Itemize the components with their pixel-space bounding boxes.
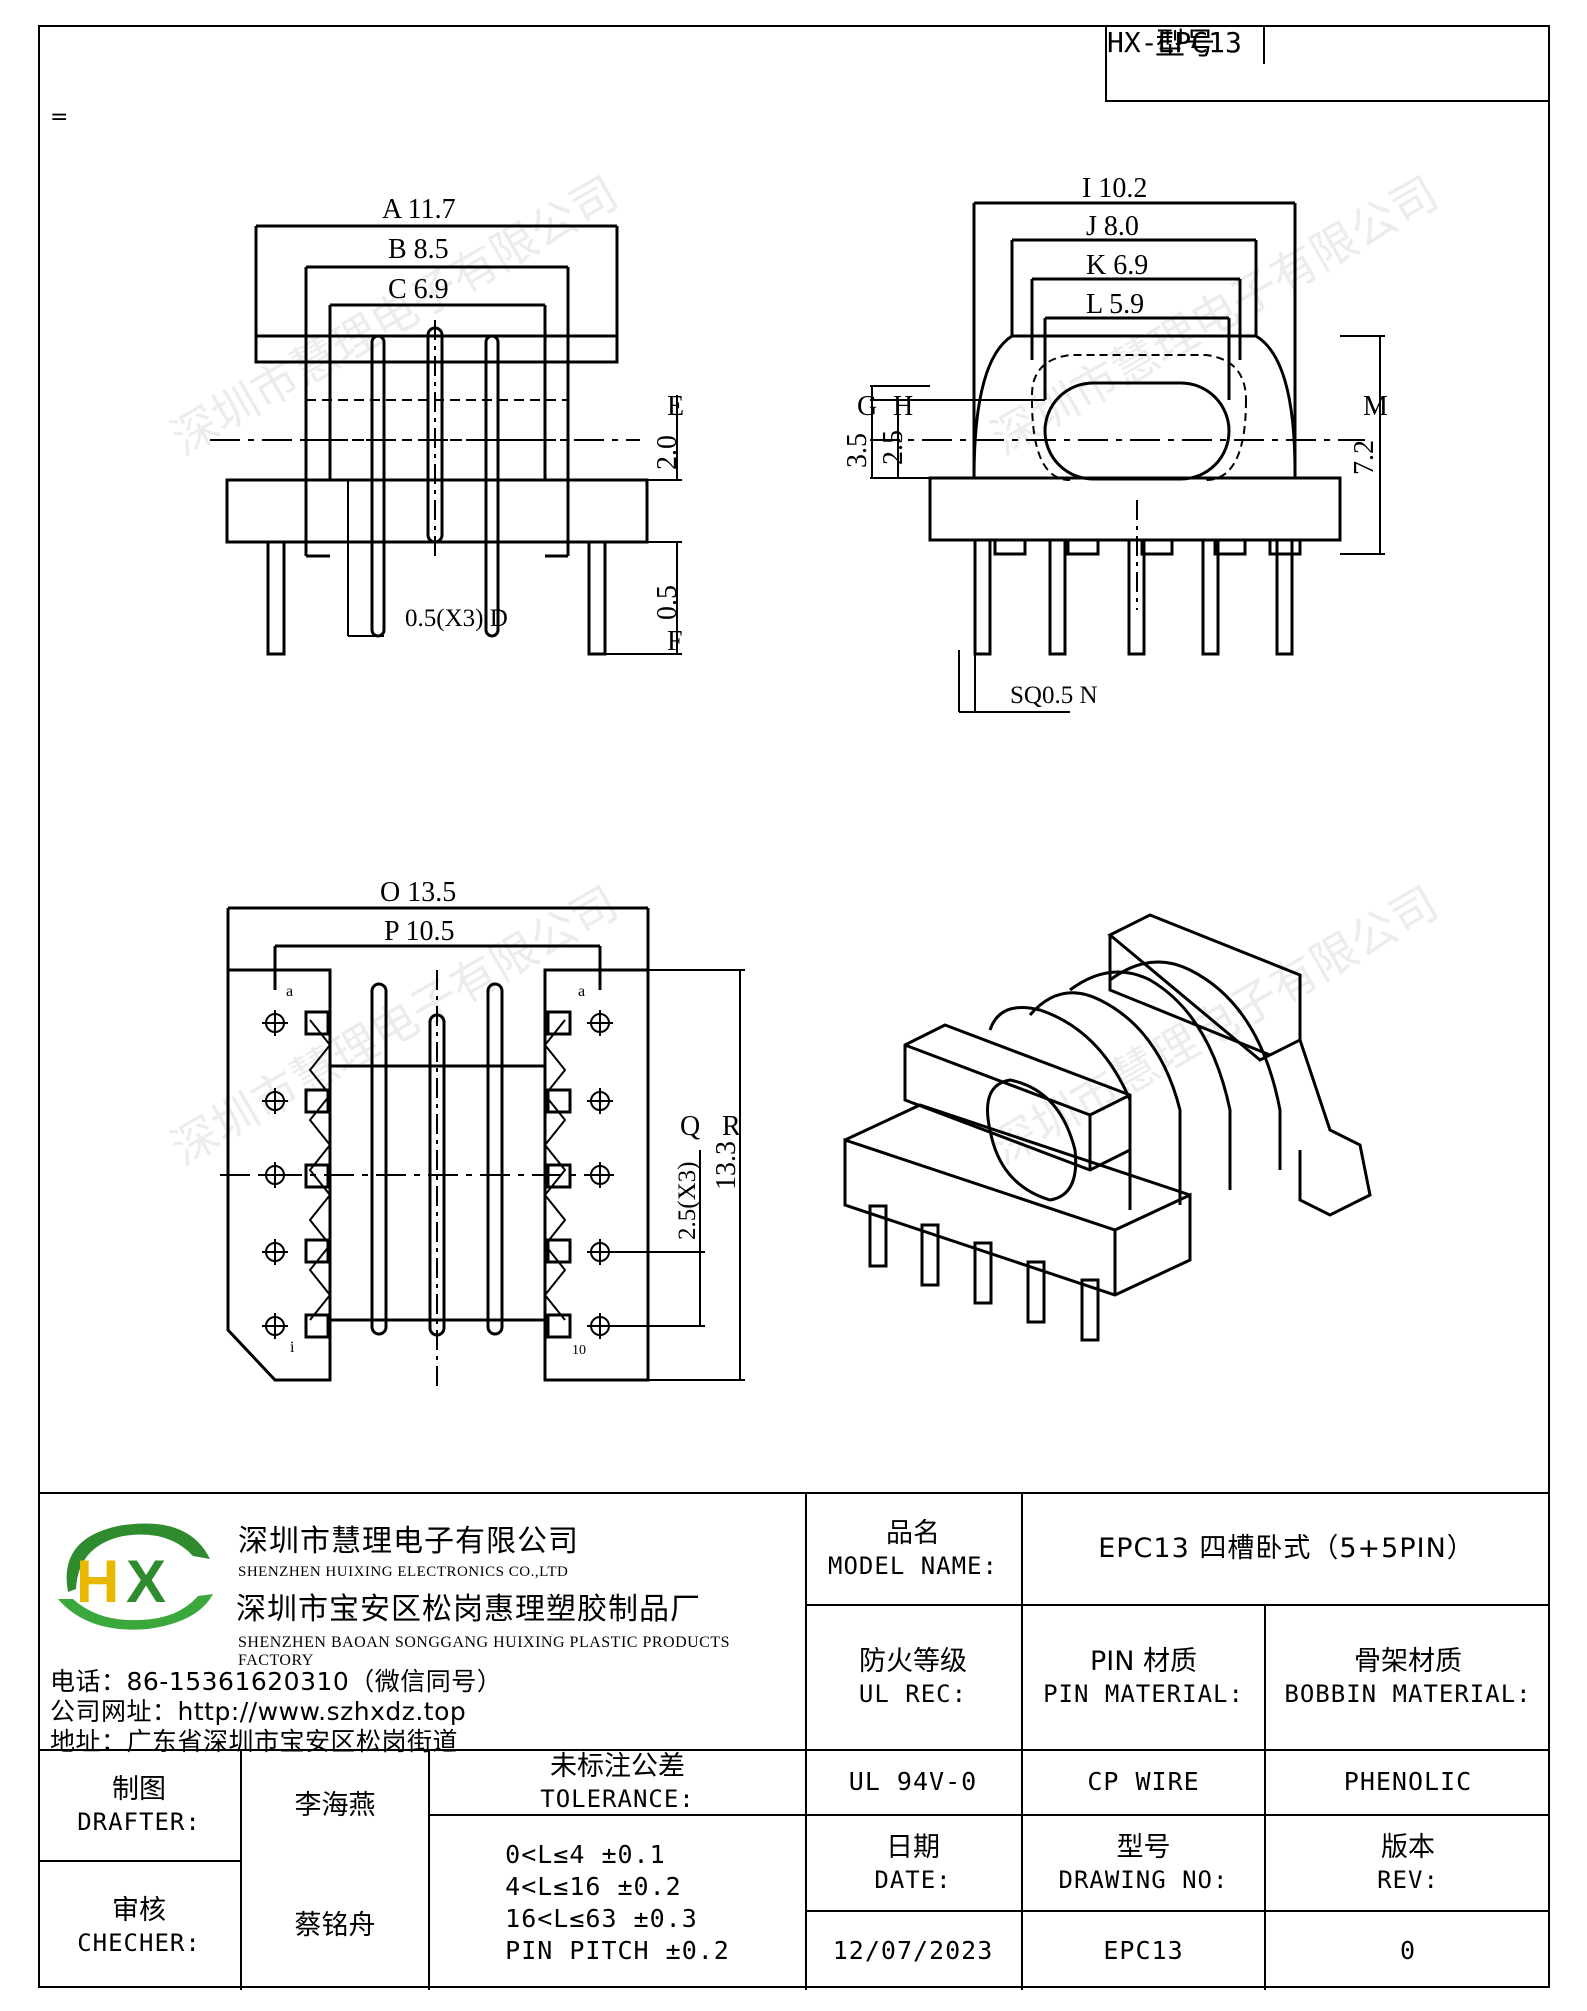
company-phone: 电话：86-15361620310（微信同号）: [50, 1667, 503, 1696]
drafter-name: 李海燕: [294, 1789, 376, 1821]
tolerance-label: 未标注公差 TOLERANCE:: [540, 1751, 695, 1814]
pin-material-label: PIN 材质 PIN MATERIAL:: [1043, 1646, 1244, 1709]
ul-rec-label: 防火等级 UL REC:: [858, 1646, 968, 1709]
date-value: 12/07/2023: [832, 1935, 994, 1965]
model-header-value: HX-EPC13: [1107, 26, 1242, 59]
tolerance-line: 4<L≤16 ±0.2: [505, 1872, 682, 1901]
tolerance-line: PIN PITCH ±0.2: [505, 1936, 730, 1965]
checker-name: 蔡铭舟: [294, 1910, 376, 1942]
rev-value: 0: [1399, 1935, 1417, 1965]
bobbin-material-value: PHENOLIC: [1343, 1767, 1473, 1797]
drawing-no-label: 型号 DRAWING NO:: [1058, 1831, 1229, 1894]
company-website: 公司网址：http://www.szhxdz.top: [50, 1697, 467, 1726]
tolerance-table: 0<L≤4 ±0.1 4<L≤16 ±0.2 16<L≤63 ±0.3 PIN …: [430, 1816, 805, 1990]
model-header-label: 型号: [1107, 25, 1265, 64]
tolerance-line: 0<L≤4 ±0.1: [505, 1840, 666, 1869]
factory-name-en: SHENZHEN BAOAN SONGGANG HUIXING PLASTIC …: [238, 1634, 731, 1669]
equals-mark: =: [50, 105, 69, 130]
company-logo-icon: H X: [58, 1523, 213, 1630]
ul-rec-value: UL 94V-0: [848, 1767, 978, 1797]
title-block: H X 深圳市慧理电子有限公司 SHENZHEN HUIXING ELECTRO…: [38, 1492, 1550, 1990]
company-name-en: SHENZHEN HUIXING ELECTRONICS CO.,LTD: [238, 1564, 569, 1580]
rev-label: 版本 REV:: [1377, 1831, 1439, 1894]
drawing-frame: [38, 25, 1550, 1988]
pin-material-value: CP WIRE: [1087, 1767, 1200, 1797]
model-name-value: EPC13 四槽卧式（5+5PIN）: [1098, 1533, 1475, 1565]
model-name-label: 品名 MODEL NAME:: [828, 1517, 998, 1580]
company-address: 地址：广东省深圳市宝安区松岗街道: [50, 1727, 459, 1756]
logo-x: X: [126, 1548, 166, 1615]
checker-label: 审核 CHECHER:: [77, 1894, 201, 1957]
company-name-cn: 深圳市慧理电子有限公司: [238, 1524, 579, 1559]
tolerance-line: 16<L≤63 ±0.3: [505, 1904, 698, 1933]
model-header-box: 型号 HX-EPC13: [1105, 25, 1550, 102]
drawing-no-value: EPC13: [1103, 1935, 1184, 1965]
factory-name-cn: 深圳市宝安区松岗惠理塑胶制品厂: [236, 1592, 701, 1627]
company-info: H X 深圳市慧理电子有限公司 SHENZHEN HUIXING ELECTRO…: [38, 1494, 807, 1756]
drafter-label: 制图 DRAFTER:: [77, 1774, 201, 1837]
bobbin-material-label: 骨架材质 BOBBIN MATERIAL:: [1284, 1646, 1532, 1709]
date-label: 日期 DATE:: [874, 1831, 952, 1894]
logo-h: H: [76, 1548, 119, 1615]
